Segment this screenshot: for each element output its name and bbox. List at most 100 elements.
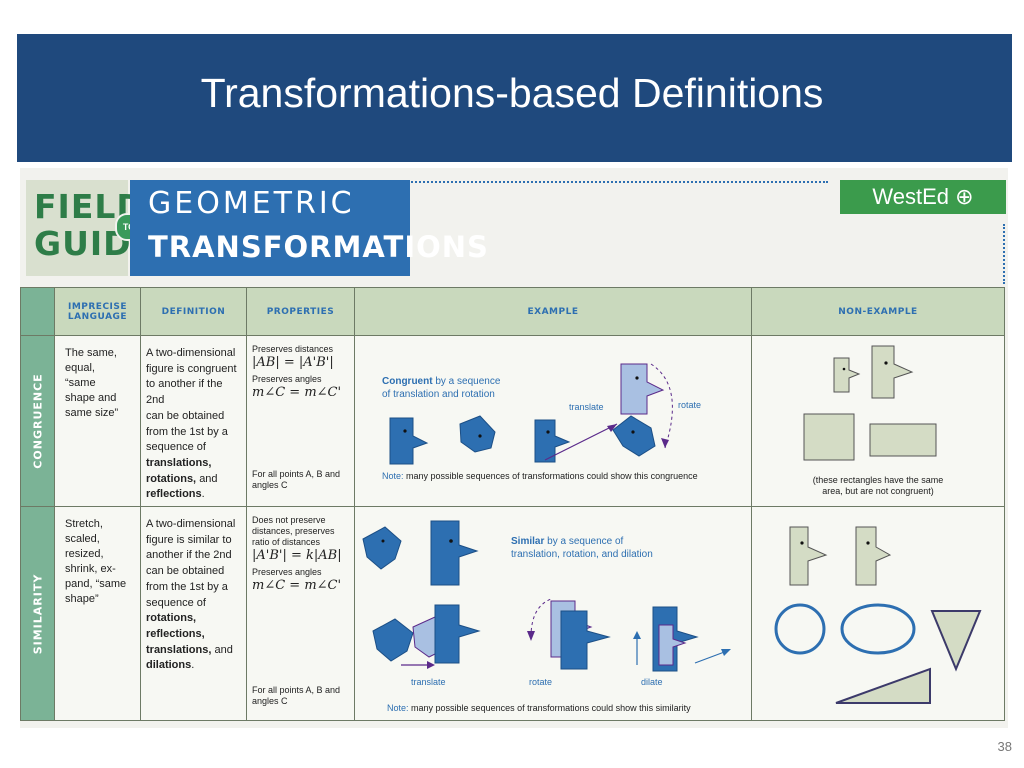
similarity-nonexample-figure <box>774 526 982 704</box>
transformations-word: TRANSFORMATIONS <box>148 230 489 264</box>
rotate-arc <box>650 363 673 449</box>
face-eye <box>546 430 550 434</box>
arrowhead <box>633 631 641 639</box>
row-label-congruence: CONGRUENCE <box>20 335 55 507</box>
example-heading-line2: translation, rotation, and dilation <box>511 549 653 560</box>
face-figure-large <box>430 520 479 586</box>
face-figure-large <box>560 610 611 670</box>
example-cell: Congruent by a sequence of translation a… <box>354 335 752 507</box>
face-eye <box>403 429 407 433</box>
wide-rectangle <box>869 423 937 457</box>
face-eye <box>449 539 453 543</box>
face-eye <box>381 539 385 543</box>
nonexample-caption: (these rectangles have the same <box>813 475 944 485</box>
face-eye <box>635 376 639 380</box>
text-line: A two-dimensional <box>146 518 236 530</box>
face-figure-rotated <box>612 415 656 457</box>
text-line: figure is similar to <box>146 533 232 546</box>
triangle-shape <box>930 610 982 672</box>
arrowhead <box>607 424 617 432</box>
dilate-arrow <box>694 650 728 664</box>
face-figure-small <box>658 624 687 666</box>
definition-cell: A two-dimensional figure is similar to a… <box>140 506 247 721</box>
face-figure <box>789 526 828 586</box>
geometric-word: GEOMETRIC <box>148 186 355 221</box>
large-face <box>871 345 914 399</box>
text-line: “same <box>65 377 96 389</box>
face-figure <box>362 526 402 570</box>
text-line: A two-dimensional <box>146 347 236 359</box>
globe-icon: ⊕ <box>955 184 974 209</box>
definition-cell: A two-dimensional figure is congruent to… <box>140 335 247 507</box>
table-row-congruence: CONGRUENCE The same, equal, “same shape … <box>20 335 1005 507</box>
text-line: sequence of <box>146 596 206 609</box>
property-text: Preserves angles <box>252 374 322 384</box>
face-eye <box>631 430 635 434</box>
translate-label: translate <box>569 402 604 412</box>
bold-term: reflections <box>146 488 202 501</box>
text-line: and <box>214 643 233 656</box>
bold-term: reflections, <box>146 627 205 640</box>
face-eye <box>478 434 482 438</box>
example-note: Note: many possible sequences of transfo… <box>387 703 691 713</box>
title-bar <box>17 34 1012 162</box>
property-text: Preserves distances <box>252 344 334 354</box>
text-line: resized, <box>65 548 104 560</box>
nonexample-caption: area, but are not congruent) <box>822 486 934 496</box>
rotate-label: rotate <box>529 677 552 687</box>
example-note: Note: many possible sequences of transfo… <box>382 471 698 481</box>
property-formula: m∠C = m∠C' <box>252 385 342 400</box>
text-line: from the 1st by a <box>146 580 228 593</box>
bold-term: translations, <box>146 456 212 469</box>
right-triangle-shape <box>835 667 931 704</box>
face-figure-large <box>434 604 481 664</box>
text-line: . <box>201 488 205 501</box>
text-line: shape” <box>65 593 99 605</box>
example-heading: Congruent by a sequence <box>382 376 501 387</box>
text-line: pand, “same <box>65 578 127 590</box>
slide-number: 38 <box>997 739 1012 754</box>
face-figure-translated <box>620 363 665 415</box>
translate-label: translate <box>411 677 446 687</box>
arrowhead <box>661 438 669 448</box>
property-text: Preserves angles <box>252 567 322 577</box>
non-example-cell <box>751 506 1005 721</box>
arrowhead <box>527 631 535 641</box>
arrowhead <box>427 661 435 669</box>
wested-text: WestEd <box>872 184 950 209</box>
col-example: EXAMPLE <box>354 287 752 336</box>
corner-cell <box>20 287 55 336</box>
translate-arrow <box>544 423 618 461</box>
similarity-example-figure: Similar by a sequence of translation, ro… <box>362 520 731 713</box>
text-line: The same, <box>65 347 117 359</box>
bold-term: rotations, <box>146 472 197 485</box>
example-heading: Similar by a sequence of <box>511 536 624 547</box>
col-properties: PROPERTIES <box>246 287 355 336</box>
field-guide-graphic: FIELD GUIDE TO GEOMETRIC TRANSFORMATIONS… <box>20 168 1008 728</box>
bold-term: translations, <box>146 643 212 656</box>
row-label-similarity: SIMILARITY <box>20 506 55 721</box>
text-line: Stretch, <box>65 518 103 530</box>
slide-title: Transformations-based Definitions <box>200 70 824 116</box>
face-eye <box>842 367 846 371</box>
small-face <box>833 357 861 393</box>
table-header-row: IMPRECISE LANGUAGE DEFINITION PROPERTIES… <box>20 287 1005 336</box>
property-footnote: For all points A, B and angles C <box>252 469 341 490</box>
ellipse-shape <box>840 603 916 655</box>
text-line: same size” <box>65 407 119 419</box>
bold-term: dilations <box>146 659 192 672</box>
col-imprecise-language: IMPRECISE LANGUAGE <box>54 287 141 336</box>
text-line: equal, <box>65 362 95 374</box>
congruence-example-figure: Congruent by a sequence of translation a… <box>382 363 701 481</box>
rotate-arc <box>530 598 552 638</box>
face-figure <box>372 618 414 662</box>
dotted-rule-vertical <box>1003 224 1005 284</box>
face-figure <box>459 415 496 453</box>
bold-term: rotations, <box>146 612 197 625</box>
geometric-transformations-banner <box>130 180 410 276</box>
dotted-rule <box>396 181 828 183</box>
text-line: from the 1st by a <box>146 425 228 438</box>
property-text: Does not preserve distances, preserves r… <box>252 515 335 547</box>
arrowhead <box>721 649 731 656</box>
table-row-similarity: SIMILARITY Stretch, scaled, resized, shr… <box>20 506 1005 721</box>
